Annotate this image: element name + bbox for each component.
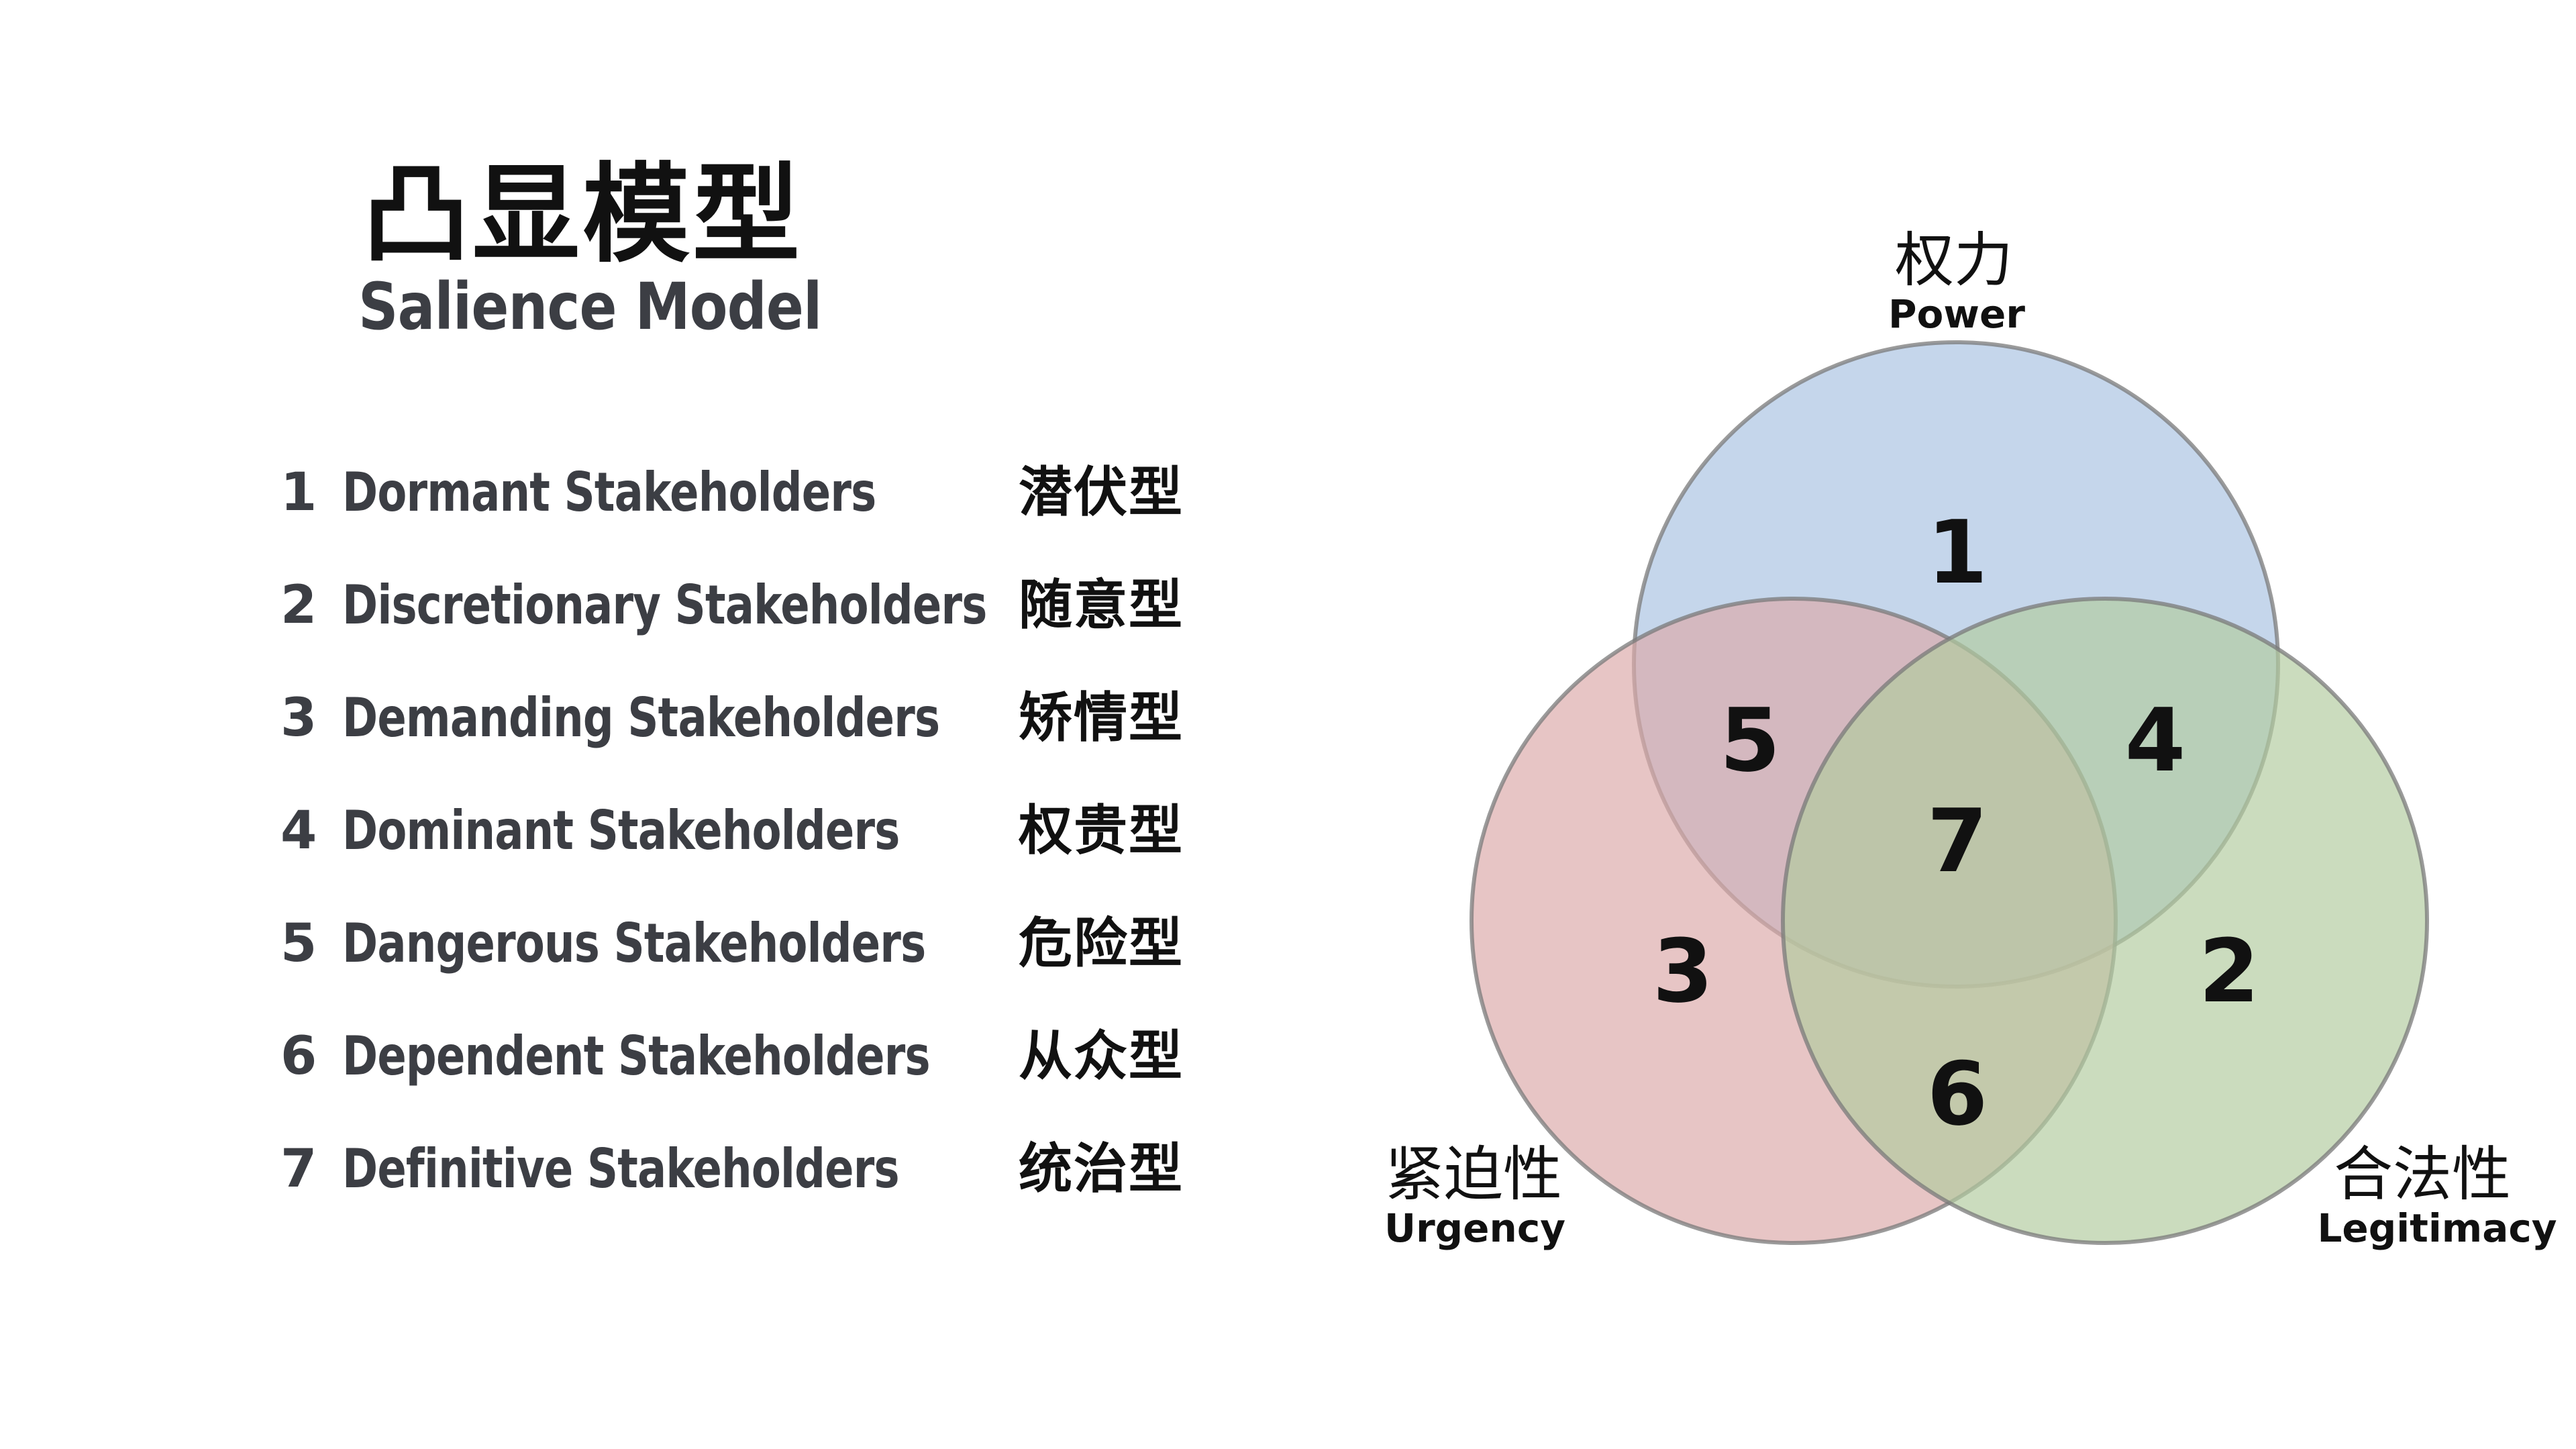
- list-item-chinese: 从众型: [1019, 1025, 1184, 1087]
- list-item-english: Dependent Stakeholders: [342, 1025, 931, 1087]
- legitimacy-label: 合法性 Legitimacy: [2317, 1140, 2557, 1251]
- list-item-number: 5: [280, 913, 317, 974]
- region-number-1: 1: [1927, 501, 1988, 603]
- power-label-chinese: 权力: [1895, 226, 2013, 295]
- list-item: 3 Demanding Stakeholders 矫情型: [280, 685, 1220, 797]
- list-item: 1 Dormant Stakeholders 潜伏型: [280, 459, 1220, 572]
- list-item: 6 Dependent Stakeholders 从众型: [280, 1023, 1220, 1136]
- venn-region-numbers: 1 2 3 4 5 6 7: [1653, 501, 2259, 1145]
- legitimacy-circle: [1781, 597, 2429, 1245]
- region-number-4: 4: [2125, 689, 2185, 791]
- list-item-number: 6: [280, 1026, 317, 1087]
- region-number-6: 6: [1927, 1043, 1988, 1145]
- list-item-english: Discretionary Stakeholders: [342, 574, 987, 636]
- region-number-5: 5: [1720, 689, 1780, 791]
- list-item-english: Dominant Stakeholders: [342, 799, 900, 862]
- urgency-label-english: Urgency: [1384, 1205, 1565, 1251]
- urgency-label: 紧迫性 Urgency: [1384, 1140, 1565, 1251]
- list-item: 2 Discretionary Stakeholders 随意型: [280, 572, 1220, 685]
- page-title-english: Salience Model: [358, 269, 822, 344]
- list-item: 5 Dangerous Stakeholders 危险型: [280, 910, 1220, 1023]
- list-item-chinese: 统治型: [1019, 1138, 1184, 1200]
- list-item-number: 7: [280, 1139, 317, 1199]
- list-item-english: Dormant Stakeholders: [342, 461, 876, 523]
- region-number-3: 3: [1653, 920, 1713, 1022]
- list-item-chinese: 矫情型: [1019, 687, 1184, 749]
- list-item-english: Definitive Stakeholders: [342, 1138, 900, 1200]
- list-item-chinese: 潜伏型: [1019, 461, 1184, 523]
- region-number-7: 7: [1927, 790, 1988, 892]
- legitimacy-label-chinese: 合法性: [2334, 1140, 2511, 1209]
- list-item-english: Dangerous Stakeholders: [342, 912, 926, 975]
- list-item-number: 4: [280, 801, 317, 861]
- venn-circles: [1470, 340, 2429, 1245]
- list-item: 7 Definitive Stakeholders 统治型: [280, 1136, 1220, 1248]
- list-item-english: Demanding Stakeholders: [342, 687, 940, 749]
- list-item-chinese: 随意型: [1019, 574, 1184, 636]
- urgency-label-chinese: 紧迫性: [1385, 1140, 1562, 1209]
- list-item: 4 Dominant Stakeholders 权贵型: [280, 797, 1220, 910]
- list-item-number: 1: [280, 462, 317, 523]
- page-title-chinese: 凸显模型: [362, 152, 803, 277]
- list-item-chinese: 权贵型: [1019, 799, 1184, 862]
- power-label: 权力 Power: [1888, 226, 2025, 337]
- list-item-chinese: 危险型: [1019, 912, 1184, 975]
- list-item-number: 3: [280, 688, 317, 748]
- list-item-number: 2: [280, 575, 317, 636]
- legitimacy-label-english: Legitimacy: [2317, 1205, 2557, 1251]
- stakeholder-list: 1 Dormant Stakeholders 潜伏型 2 Discretiona…: [280, 459, 1220, 1248]
- power-label-english: Power: [1888, 291, 2025, 337]
- region-number-2: 2: [2199, 920, 2259, 1022]
